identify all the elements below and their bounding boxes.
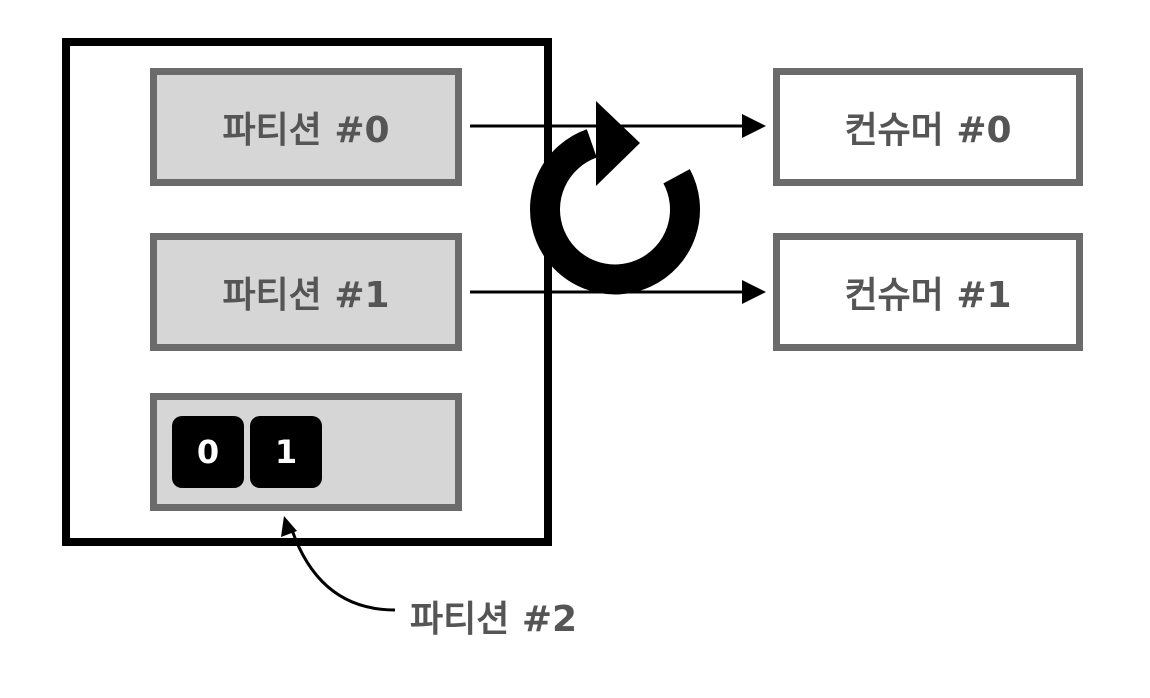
consumer-0-box: 컨슈머 #0 bbox=[773, 68, 1083, 186]
partition-1-label: 파티션 #1 bbox=[222, 275, 390, 316]
consumer-0-label: 컨슈머 #0 bbox=[844, 110, 1012, 151]
arrowhead-consumer0 bbox=[742, 114, 766, 138]
record-1: 1 bbox=[250, 416, 322, 488]
record-0-label: 0 bbox=[196, 433, 220, 471]
circular-arrow-icon bbox=[530, 101, 700, 295]
partition-1-box: 파티션 #1 bbox=[150, 233, 462, 351]
consumer-1-box: 컨슈머 #1 bbox=[773, 233, 1083, 351]
partition-0-label: 파티션 #0 bbox=[222, 110, 390, 151]
partition-2-box: 0 1 bbox=[150, 393, 462, 511]
partition-2-label: 파티션 #2 bbox=[410, 599, 578, 640]
consumer-1-label: 컨슈머 #1 bbox=[844, 275, 1012, 316]
pointer-arrowhead-partition2 bbox=[281, 516, 297, 537]
pointer-arrow-partition2 bbox=[290, 529, 396, 612]
arrowhead-consumer1 bbox=[742, 280, 766, 304]
record-0: 0 bbox=[172, 416, 244, 488]
partition-0-box: 파티션 #0 bbox=[150, 68, 462, 186]
record-1-label: 1 bbox=[274, 433, 298, 471]
